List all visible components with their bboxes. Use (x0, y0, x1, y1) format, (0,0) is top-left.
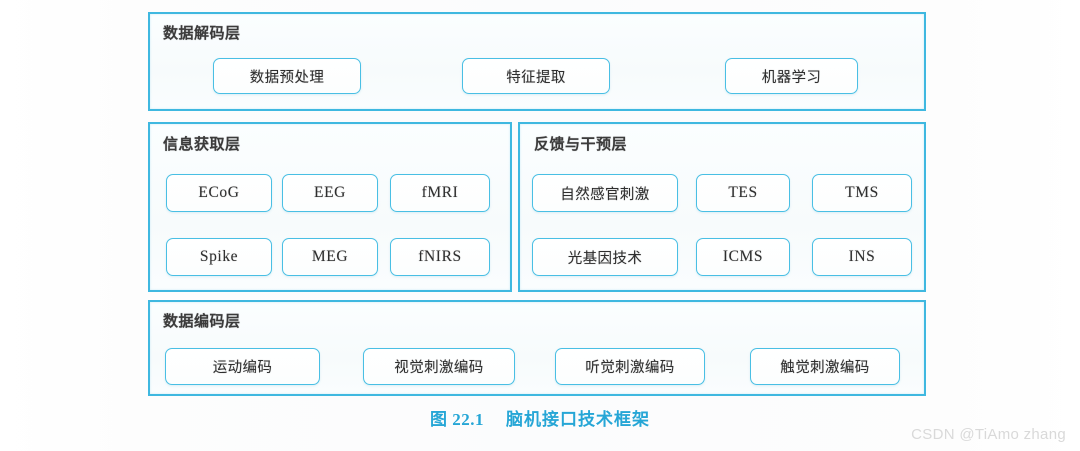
node-eeg[interactable]: EEG (282, 174, 378, 212)
figure-caption-title: 脑机接口技术框架 (506, 410, 650, 429)
panel-title-data-encoding-layer: 数据编码层 (163, 313, 241, 330)
node-visual-stimulus-encoding[interactable]: 视觉刺激编码 (363, 348, 515, 385)
node-auditory-stimulus-encoding[interactable]: 听觉刺激编码 (555, 348, 705, 385)
node-tms[interactable]: TMS (812, 174, 912, 212)
node-feature-extraction[interactable]: 特征提取 (462, 58, 610, 94)
node-ins[interactable]: INS (812, 238, 912, 276)
node-icms[interactable]: ICMS (696, 238, 790, 276)
node-tactile-stimulus-encoding[interactable]: 触觉刺激编码 (750, 348, 900, 385)
node-fmri[interactable]: fMRI (390, 174, 490, 212)
node-tes[interactable]: TES (696, 174, 790, 212)
panel-title-data-decoding-layer: 数据解码层 (163, 25, 241, 42)
node-meg[interactable]: MEG (282, 238, 378, 276)
node-fnirs[interactable]: fNIRS (390, 238, 490, 276)
figure-caption: 图 22.1 脑机接口技术框架 (0, 405, 1080, 430)
node-optogenetics[interactable]: 光基因技术 (532, 238, 678, 276)
node-data-preprocessing[interactable]: 数据预处理 (213, 58, 361, 94)
node-spike[interactable]: Spike (166, 238, 272, 276)
panel-title-information-acquisition-layer: 信息获取层 (163, 136, 241, 153)
node-natural-sensory-stimulation[interactable]: 自然感官刺激 (532, 174, 678, 212)
node-ecog[interactable]: ECoG (166, 174, 272, 212)
node-motor-encoding[interactable]: 运动编码 (165, 348, 320, 385)
node-machine-learning[interactable]: 机器学习 (725, 58, 858, 94)
csdn-watermark: CSDN @TiAmo zhang (911, 426, 1066, 443)
figure-caption-number: 图 22.1 (430, 410, 484, 429)
panel-title-feedback-and-intervention-layer: 反馈与干预层 (534, 136, 628, 153)
